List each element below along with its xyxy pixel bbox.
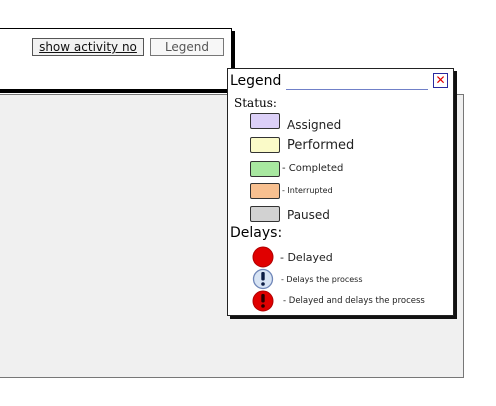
delayed-label: - Delayed	[280, 251, 333, 264]
status-paused-label: Paused	[287, 208, 330, 222]
status-performed-label: Performed	[287, 138, 355, 153]
show-activity-button[interactable]: show activity no	[32, 38, 144, 56]
delays-process-label: - Delays the process	[281, 275, 363, 284]
legend-title: Legend	[230, 73, 282, 89]
red-exclamation-icon	[252, 290, 274, 312]
assigned-swatch	[250, 113, 280, 129]
legend-button[interactable]: Legend	[150, 38, 224, 56]
delayed-and-delays-label: - Delayed and delays the process	[283, 296, 425, 306]
status-completed-label: - Completed	[282, 163, 344, 174]
title-divider	[286, 89, 428, 90]
performed-swatch	[250, 137, 280, 153]
status-heading: Status:	[234, 96, 277, 110]
paused-swatch	[250, 206, 280, 222]
status-assigned-label: Assigned	[287, 118, 342, 132]
interrupted-swatch	[250, 183, 280, 199]
show-activity-label: show activity no	[39, 40, 137, 54]
red-circle-icon	[252, 246, 274, 268]
legend-window: Legend ✕ Status: Assigned Performed - Co…	[227, 68, 454, 316]
completed-swatch	[250, 161, 280, 177]
delays-heading: Delays:	[230, 225, 283, 241]
close-icon[interactable]: ✕	[433, 73, 448, 88]
status-interrupted-label: - Interrupted	[282, 186, 333, 195]
blue-exclamation-icon	[252, 268, 274, 290]
